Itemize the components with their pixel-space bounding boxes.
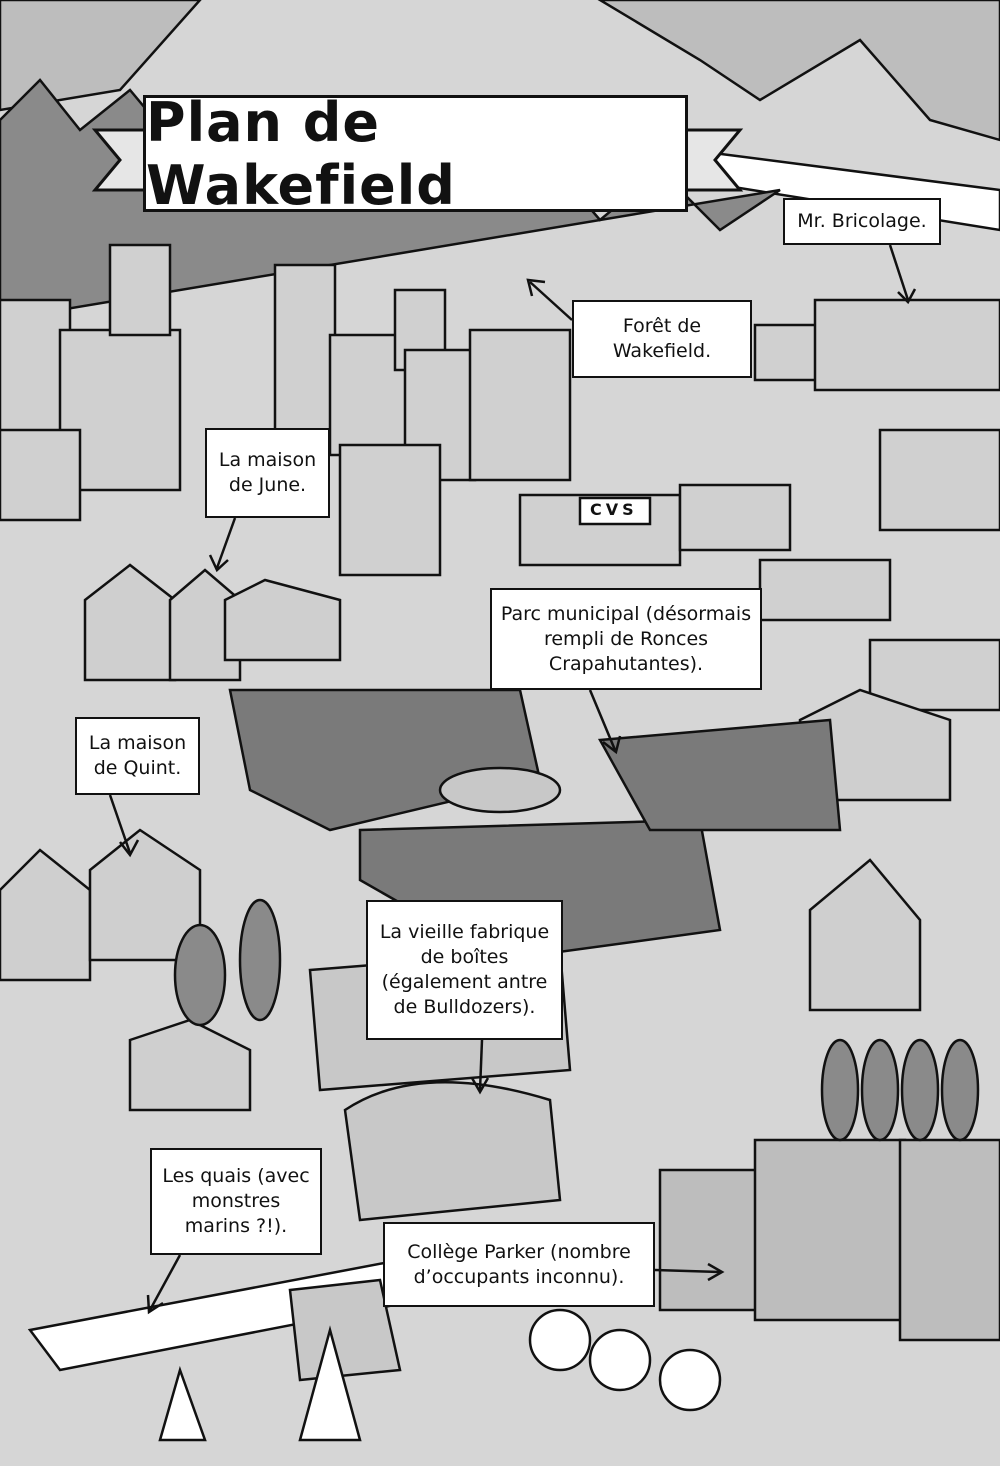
- cvs-sign: CVS: [590, 500, 638, 519]
- map-title: Plan de Wakefield: [143, 91, 688, 217]
- college: [658, 1138, 1000, 1342]
- label-bricolage: Mr. Bricolage.: [783, 198, 941, 245]
- label-parc-municipal: Parc municipal (désormais rempli de Ronc…: [490, 588, 762, 690]
- label-quais: Les quais (avec monstres marins ?!).: [150, 1148, 322, 1255]
- label-fabrique: La vieille fabrique de boîtes (également…: [366, 900, 563, 1040]
- houses: [0, 563, 952, 1112]
- label-maison-june: La maison de June.: [205, 428, 330, 518]
- label-maison-quint: La maison de Quint.: [75, 717, 200, 795]
- label-foret: Forêt de Wakefield.: [572, 300, 752, 378]
- callout-arrows: [108, 244, 917, 1315]
- label-college-parker: Collège Parker (nombre d’occupants incon…: [383, 1222, 655, 1307]
- docks: [27, 1258, 422, 1442]
- trees: [173, 898, 980, 1412]
- downtown-buildings: [0, 243, 1000, 712]
